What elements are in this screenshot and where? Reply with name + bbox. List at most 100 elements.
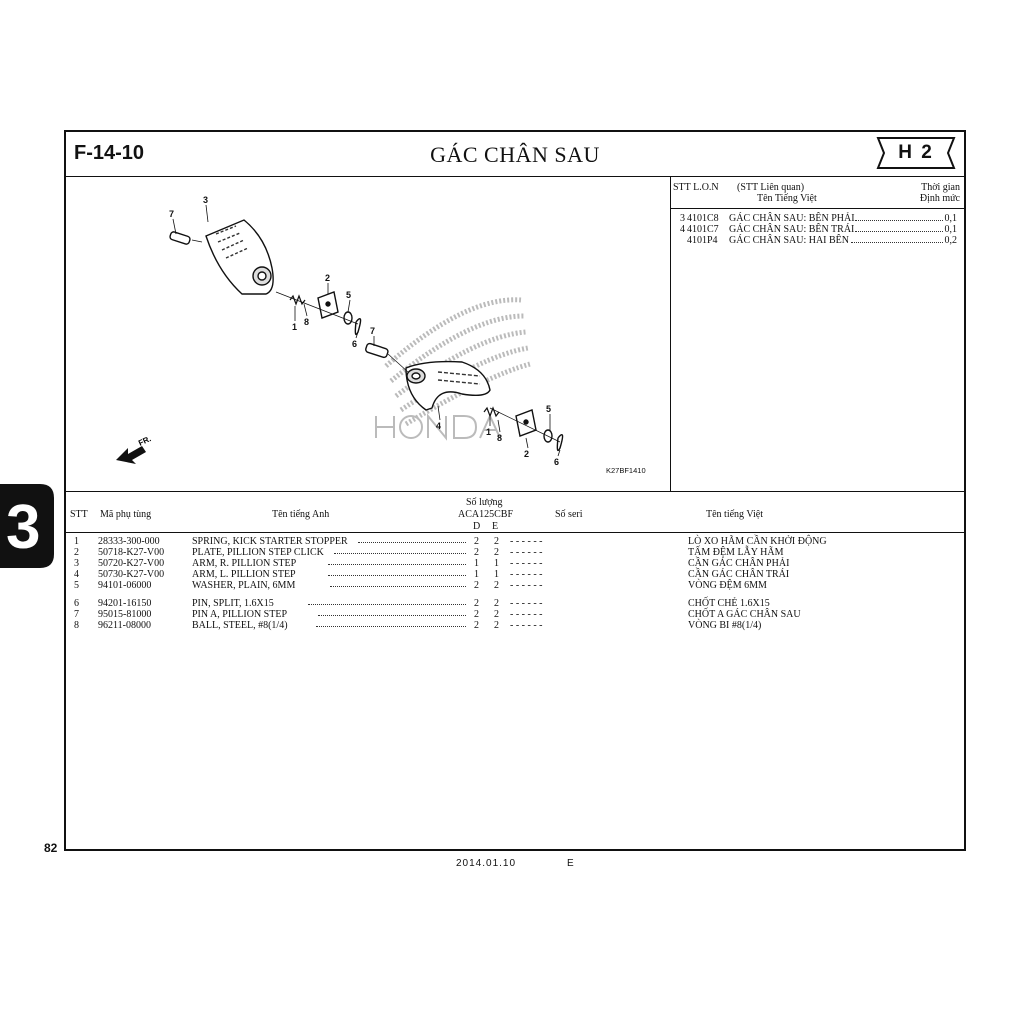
dot-leader: [308, 598, 466, 605]
kit-header-time: Thời gian: [921, 182, 960, 193]
cell-stt: 1: [74, 536, 79, 547]
col-part-no: Mã phụ tùng: [100, 509, 152, 520]
honda-wordmark-watermark-icon: [375, 413, 501, 441]
cell-part-no: 50718-K27-V00: [98, 547, 165, 558]
cell-part-no: 94101-06000: [98, 580, 152, 591]
cell-serial: - - - - - -: [510, 620, 543, 631]
cell-vn-name: TẤM ĐỆM LẪY HÃM: [688, 547, 784, 558]
cell-qty-d: 2: [474, 598, 479, 609]
cell-qty-d: 2: [474, 536, 479, 547]
col-qty: Số lượng: [466, 497, 503, 508]
dot-leader: [334, 547, 466, 554]
cell-qty-d: 2: [474, 620, 479, 631]
table-row: 8 96211-08000 BALL, STEEL, #8(1/4) 2 2 - - - …: [66, 620, 964, 631]
cell-vn-name: CHỐT CHẺ 1.6X15: [688, 598, 770, 609]
cell-stt: 4: [74, 569, 79, 580]
callout-1-upper: 1: [292, 322, 297, 332]
cell-part-no: 96211-08000: [98, 620, 151, 631]
cell-qty-e: 2: [494, 598, 499, 609]
pin-a-lower: [365, 342, 389, 359]
cell-serial: - - - - - -: [510, 547, 543, 558]
callout-5-upper: 5: [346, 290, 351, 300]
cell-stt: 8: [74, 620, 79, 631]
col-e: E: [492, 521, 499, 532]
section-tab[interactable]: 3: [0, 484, 54, 568]
col-en-name: Tên tiếng Anh: [272, 509, 330, 520]
cell-stt: 3: [74, 558, 79, 569]
pillion-step-arm-left: [405, 360, 491, 411]
page-number: 82: [44, 841, 58, 855]
cell-qty-e: 2: [494, 620, 499, 631]
cell-part-no: 50730-K27-V00: [98, 569, 165, 580]
figure-code: F-14-10: [74, 142, 145, 164]
col-vn-name: Tên tiếng Việt: [706, 509, 763, 520]
cell-serial: - - - - - -: [510, 536, 543, 547]
cell-en-name: PLATE, PILLION STEP CLICK: [192, 547, 324, 558]
callout-5-lower: 5: [546, 404, 551, 414]
cell-en-name: ARM, L. PILLION STEP: [192, 569, 296, 580]
plate-click-upper: [317, 291, 339, 319]
cell-vn-name: CHỐT A GÁC CHÂN SAU: [688, 609, 801, 620]
direction-label: FR.: [137, 434, 152, 448]
kit-header-stt-lon: STT L.O.N: [673, 182, 719, 193]
callout-7-lower: 7: [370, 326, 375, 336]
cell-vn-name: VÒNG BI #8(1/4): [688, 620, 762, 631]
cell-qty-d: 1: [474, 558, 479, 569]
cell-qty-e: 2: [494, 536, 499, 547]
cell-en-name: SPRING, KICK STARTER STOPPER: [192, 536, 348, 547]
col-model: ACA125CBF: [458, 509, 514, 520]
callout-3: 3: [203, 195, 208, 205]
front-direction-arrow-icon: [116, 446, 146, 464]
edition-code: E: [567, 858, 574, 869]
pillion-step-arm-right: [205, 219, 274, 295]
cell-serial: - - - - - -: [510, 558, 543, 569]
cell-en-name: ARM, R. PILLION STEP: [192, 558, 297, 569]
group-code: H 2: [898, 142, 934, 163]
cell-vn-name: CẦN GÁC CHÂN TRÁI: [688, 569, 790, 580]
print-date: 2014.01.10: [456, 858, 517, 869]
spring-lower: [483, 406, 500, 418]
callout-8-upper: 8: [304, 317, 309, 327]
callout-4: 4: [436, 421, 441, 431]
cell-vn-name: LÒ XO HÃM CẦN KHỞI ĐỘNG: [688, 536, 827, 547]
cell-part-no: 28333-300-000: [98, 536, 160, 547]
callout-6-lower: 6: [554, 457, 559, 467]
dot-leader: [328, 558, 466, 565]
section-tab-number: 3: [6, 493, 41, 562]
cell-qty-d: 2: [474, 580, 479, 591]
cell-serial: - - - - - -: [510, 609, 543, 620]
split-pin-lower: [556, 434, 564, 452]
col-stt: STT: [70, 509, 88, 520]
dot-leader: [316, 620, 466, 627]
dot-leader: [328, 569, 466, 576]
cell-part-no: 50720-K27-V00: [98, 558, 165, 569]
cell-serial: - - - - - -: [510, 569, 543, 580]
cell-serial: - - - - - -: [510, 580, 543, 591]
cell-qty-e: 2: [494, 580, 499, 591]
cell-stt: 6: [74, 598, 79, 609]
callout-8-lower: 8: [497, 433, 502, 443]
cell-serial: - - - - - -: [510, 598, 543, 609]
group-badge: H 2: [876, 136, 956, 170]
callout-2-upper: 2: [325, 273, 330, 283]
kit-header-related: (STT Liên quan): [737, 182, 805, 193]
cell-part-no: 95015-81000: [98, 609, 152, 620]
cell-en-name: BALL, STEEL, #8(1/4): [192, 620, 288, 631]
parts-table-header: STT Mã phụ tùng Tên tiếng Anh Số lượng A…: [66, 491, 964, 533]
callout-2-lower: 2: [524, 449, 529, 459]
cell-qty-e: 2: [494, 609, 499, 620]
col-serial: Số seri: [555, 509, 583, 520]
cell-en-name: PIN, SPLIT, 1.6X15: [192, 598, 274, 609]
callout-7-upper: 7: [169, 209, 174, 219]
cell-qty-e: 1: [494, 569, 499, 580]
dot-leader: [330, 580, 466, 587]
table-row: 1 28333-300-000 SPRING, KICK STARTER STOPP…: [66, 536, 964, 547]
cell-qty-d: 1: [474, 569, 479, 580]
cell-vn-name: VÒNG ĐỆM 6MM: [688, 580, 767, 591]
